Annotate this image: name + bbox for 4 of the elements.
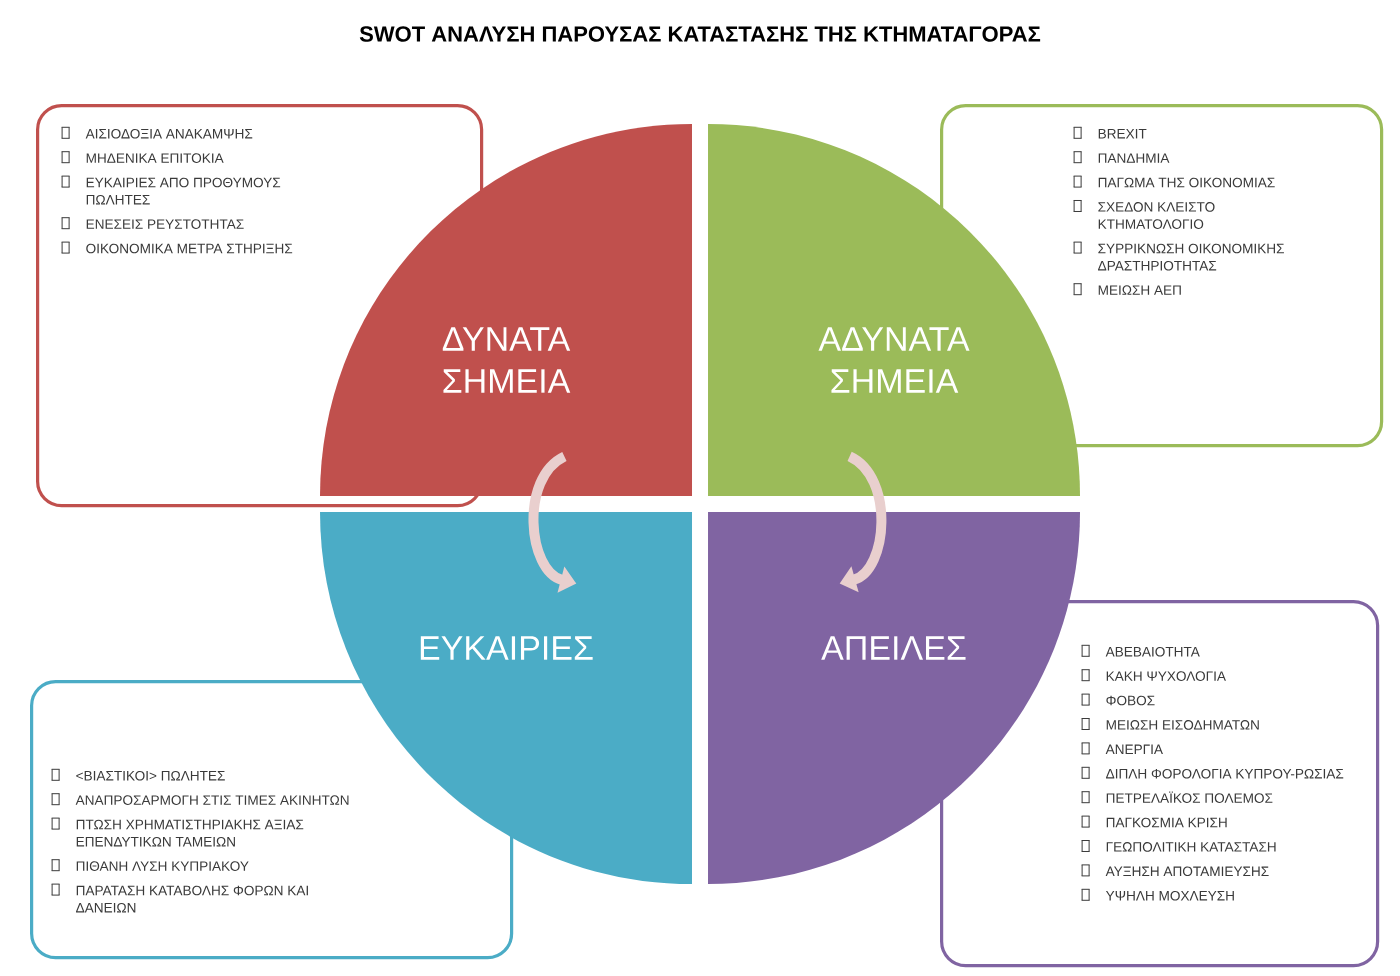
quadrant: ΑΔΥΝΑΤΑ ΣΗΜΕΙΑ	[708, 124, 1080, 496]
title: SWOT ΑΝΑΛΥΣΗ ΠΑΡΟΥΣΑΣ ΚΑΤΑΣΤΑΣΗΣ ΤΗΣ ΚΤΗΜΑΤΑΓΟΡΑΣ	[359, 26, 1041, 42]
quadrant: ΔΥΝΑΤΑ ΣΗΜΕΙΑ	[320, 124, 692, 496]
quadrant: ΑΠΕΙΛΕΣ	[708, 512, 1080, 884]
